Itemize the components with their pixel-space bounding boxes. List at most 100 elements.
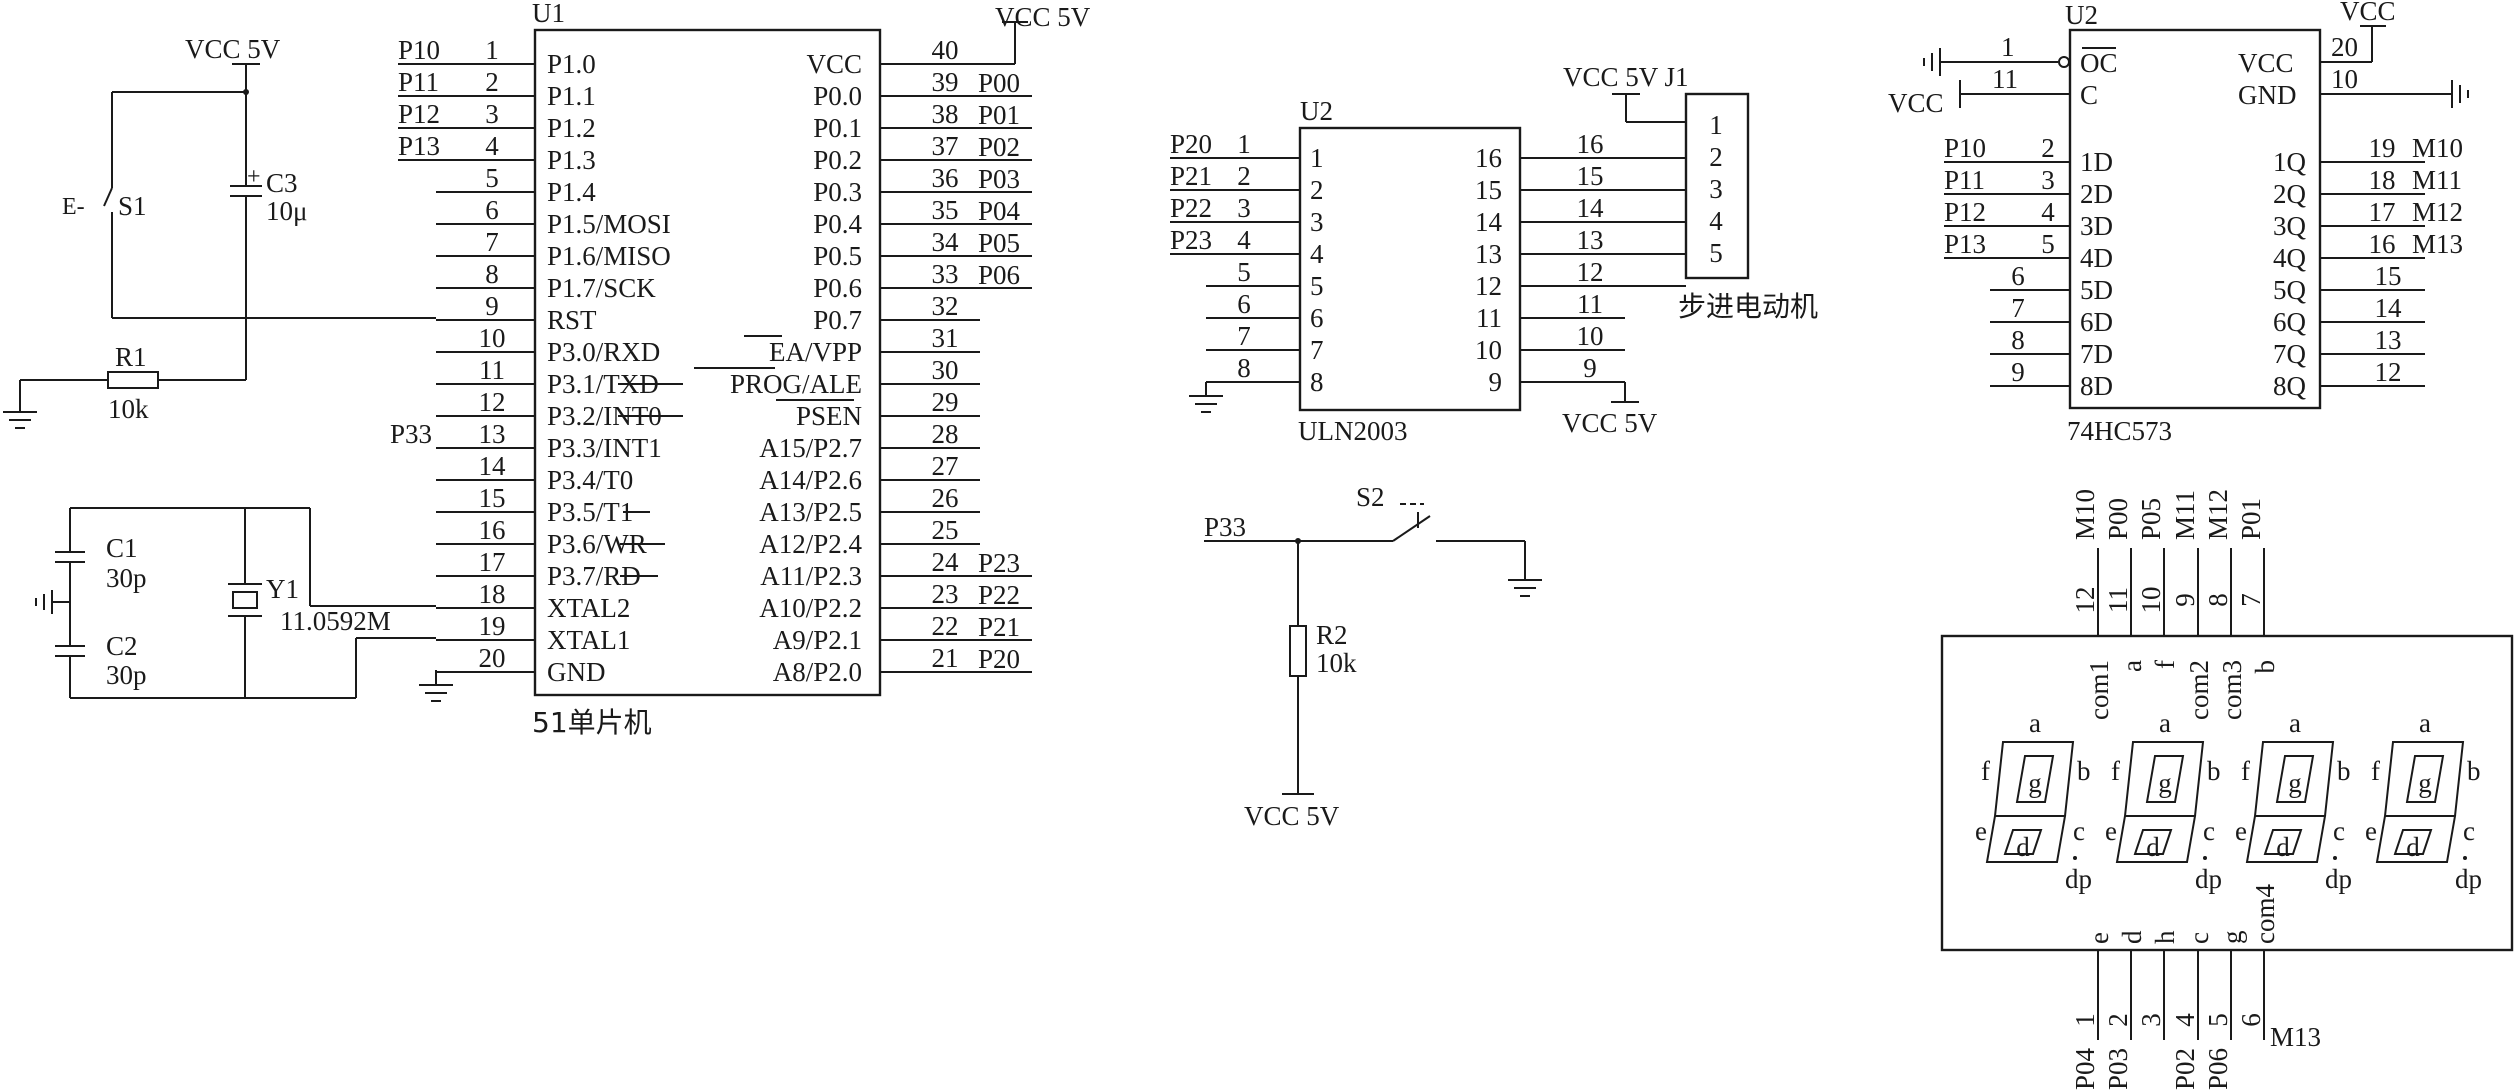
pin-function: 2: [1310, 175, 1324, 205]
digit-outline: [2245, 741, 2335, 863]
net-label: P01: [2236, 498, 2266, 540]
vcc-pin-fn: VCC: [2238, 48, 2294, 78]
pin-function: 8: [1310, 367, 1324, 397]
ground-icon: [1189, 395, 1223, 413]
pin-number: 6: [485, 195, 499, 225]
pin-number: 36: [932, 163, 959, 193]
pin-number: 10: [1577, 321, 1604, 351]
pin-number: 31: [932, 323, 959, 353]
pin-number: 24: [932, 547, 960, 577]
latch-ref: U2: [2065, 0, 2098, 30]
y1-ref: Y1: [266, 574, 299, 604]
mcu-name: 51单片机: [532, 706, 652, 739]
net-label: P22: [978, 580, 1020, 610]
stepper-caption: 步进电动机: [1678, 290, 1818, 323]
net-label: M11: [2412, 165, 2462, 195]
net-label: P22: [1170, 193, 1212, 223]
pin-function: 2D: [2080, 179, 2113, 209]
pin-number: 13: [2375, 325, 2402, 355]
ground-icon: [1508, 579, 1542, 597]
pin-function: 6D: [2080, 307, 2113, 337]
latch-body: [2068, 28, 2322, 410]
pin-function: P0.1: [813, 113, 862, 143]
pin-number: 12: [479, 387, 506, 417]
decimal-point: [2073, 856, 2077, 860]
pin-function: XTAL1: [547, 625, 630, 655]
pin-function: PROG/ALE: [730, 369, 862, 399]
net-label: P10: [398, 35, 440, 65]
pin-number: 3: [485, 99, 499, 129]
pin-function: 7: [1310, 335, 1324, 365]
pin-number: 14: [1577, 193, 1605, 223]
net-label: P00: [978, 68, 1020, 98]
segment-label-f: f: [2371, 756, 2380, 786]
pin-number: 26: [932, 483, 959, 513]
pin-number: 2: [1237, 161, 1251, 191]
segment-label-dp: dp: [2455, 864, 2482, 894]
net-label: P12: [1944, 197, 1986, 227]
pin-function: a: [2117, 660, 2147, 672]
pin-number: 13: [1577, 225, 1604, 255]
pin-function: 16: [1475, 143, 1502, 173]
pin-number: 8: [1237, 353, 1251, 383]
pin-number: 15: [1577, 161, 1604, 191]
pin-function: 5D: [2080, 275, 2113, 305]
mcu-ref: U1: [532, 0, 565, 28]
r2-ref: R2: [1316, 620, 1348, 650]
pin-number: 11: [1577, 289, 1603, 319]
uln-vcc-label: VCC 5V: [1562, 408, 1658, 438]
net-label: P13: [398, 131, 440, 161]
pin-function: 4Q: [2273, 243, 2307, 273]
segment-label-g: g: [2028, 768, 2042, 798]
c3-value: 10μ: [266, 196, 307, 226]
j1-body: [1684, 92, 1750, 280]
ground-icon: [419, 684, 453, 702]
net-label: P06: [2203, 1048, 2233, 1090]
net-label: M13: [2412, 229, 2463, 259]
pin-number: 1: [1237, 129, 1251, 159]
net-label: P11: [1944, 165, 1985, 195]
pin-function: 7D: [2080, 339, 2113, 369]
pin-number: 14: [479, 451, 507, 481]
pin-number: 14: [2375, 293, 2403, 323]
pin-number: 18: [2369, 165, 2396, 195]
r1-value: 10k: [108, 394, 149, 424]
segment-label-d: d: [2276, 832, 2290, 862]
pin-function: A12/P2.4: [759, 529, 862, 559]
digit-outline: [2115, 741, 2205, 863]
pin-function: P0.3: [813, 177, 862, 207]
pin-number: 5: [2203, 1013, 2233, 1027]
pin-function: P3.4/T0: [547, 465, 633, 495]
net-label: P11: [398, 67, 439, 97]
pin-number: 5: [2041, 229, 2055, 259]
pin-function: P1.4: [547, 177, 596, 207]
pin-number: 9: [485, 291, 499, 321]
pin-number: 12: [2070, 587, 2100, 614]
pin-number: 16: [479, 515, 506, 545]
pin-function: GND: [547, 657, 606, 687]
segment-label-b: b: [2077, 756, 2091, 786]
pin-number: 10: [479, 323, 506, 353]
pin-number: 3: [2041, 165, 2055, 195]
segment-label-dp: dp: [2065, 864, 2092, 894]
connector-pin-number: 3: [1709, 174, 1723, 204]
segment-label-dp: dp: [2325, 864, 2352, 894]
pin-function: 8D: [2080, 371, 2113, 401]
net-label: P03: [978, 164, 1020, 194]
pin-number: 16: [1577, 129, 1604, 159]
segment-label-f: f: [1981, 756, 1990, 786]
c2-value: 30p: [106, 660, 147, 690]
net-label: P04: [978, 196, 1021, 226]
segment-label-e: e: [2235, 816, 2247, 846]
c3-plus: +: [247, 164, 261, 190]
pin-number: 9: [2011, 357, 2025, 387]
latch-74hc573: U2 74HC573 1 OC VCC 11 C VCC 20 VCC 10 G…: [1888, 0, 2469, 446]
pin-function: A9/P2.1: [773, 625, 862, 655]
pin-number: 6: [2011, 261, 2025, 291]
